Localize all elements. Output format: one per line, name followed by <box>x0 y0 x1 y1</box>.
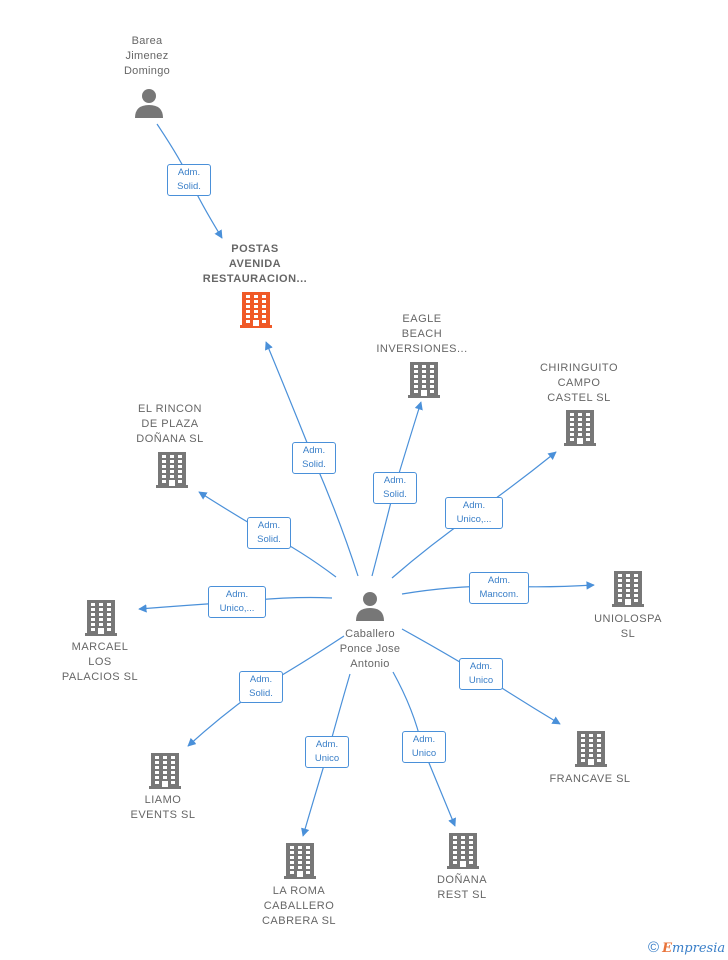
building-icon-marcael[interactable] <box>85 600 117 641</box>
node-label-marcael[interactable]: MARCAEL LOS PALACIOS SL <box>61 641 139 683</box>
node-label-francave[interactable]: FRANCAVE SL <box>549 773 631 785</box>
copyright-icon: © <box>648 939 660 956</box>
node-label-rincon[interactable]: EL RINCON DE PLAZA DOÑANA SL <box>136 403 204 445</box>
person-icon-barea[interactable] <box>134 88 164 123</box>
building-icon-francave[interactable] <box>575 731 607 772</box>
node-label-barea[interactable]: Barea Jimenez Domingo <box>123 35 171 77</box>
edge-label-postas[interactable]: Adm. Solid. <box>292 442 336 474</box>
node-label-donana_rest[interactable]: DOÑANA REST SL <box>436 874 488 901</box>
edge-label-donana_rest[interactable]: Adm. Unico <box>402 731 446 763</box>
building-icon-postas[interactable] <box>240 292 272 333</box>
edge-label-laroma[interactable]: Adm. Unico <box>305 736 349 768</box>
edge-label-eagle[interactable]: Adm. Solid. <box>373 472 417 504</box>
edge-label-uniolospa[interactable]: Adm. Mancom. <box>469 572 529 604</box>
edge-label-rincon[interactable]: Adm. Solid. <box>247 517 291 549</box>
building-icon-rincon[interactable] <box>156 452 188 493</box>
brand-logo: Empresia <box>662 941 726 956</box>
edge-label-liamo[interactable]: Adm. Solid. <box>239 671 283 703</box>
node-label-eagle[interactable]: EAGLE BEACH INVERSIONES... <box>376 313 468 355</box>
node-label-uniolospa[interactable]: UNIOLOSPA SL <box>594 613 662 640</box>
node-label-caballero[interactable]: Caballero Ponce Jose Antonio <box>339 628 401 670</box>
node-label-liamo[interactable]: LIAMO EVENTS SL <box>130 794 196 821</box>
edge-label-marcael[interactable]: Adm. Unico,... <box>208 586 266 618</box>
building-icon-chiringuito[interactable] <box>564 410 596 451</box>
node-label-postas[interactable]: POSTAS AVENIDA RESTAURACION... <box>202 243 308 285</box>
building-icon-eagle[interactable] <box>408 362 440 403</box>
edge-label-chiringuito[interactable]: Adm. Unico,... <box>445 497 503 529</box>
node-label-laroma[interactable]: LA ROMA CABALLERO CABRERA SL <box>261 885 337 927</box>
building-icon-uniolospa[interactable] <box>612 571 644 612</box>
building-icon-liamo[interactable] <box>149 753 181 794</box>
building-icon-laroma[interactable] <box>284 843 316 884</box>
edge-label-postas[interactable]: Adm. Solid. <box>167 164 211 196</box>
node-label-chiringuito[interactable]: CHIRINGUITO CAMPO CASTEL SL <box>539 362 619 404</box>
brand-watermark: ©Empresia <box>648 939 725 956</box>
building-icon-donana_rest[interactable] <box>447 833 479 874</box>
person-icon-caballero[interactable] <box>355 591 385 626</box>
edge-label-francave[interactable]: Adm. Unico <box>459 658 503 690</box>
